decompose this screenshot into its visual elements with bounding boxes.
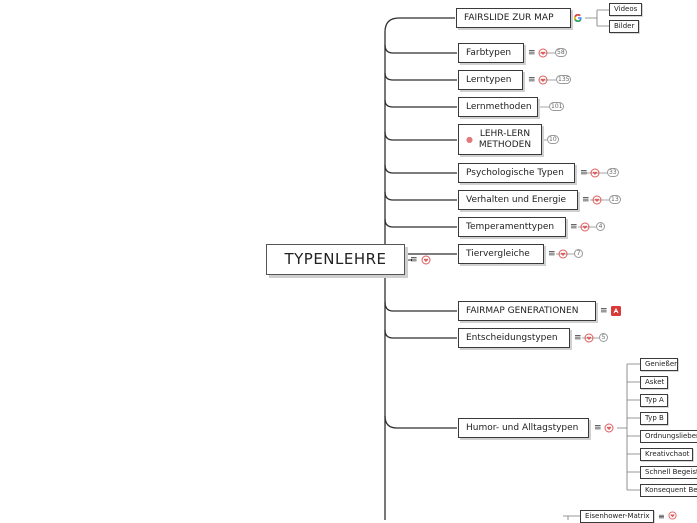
heart-icon[interactable] xyxy=(421,255,431,265)
branch-label: FAIRSLIDE ZUR MAP xyxy=(464,12,554,23)
child-label: Bilder xyxy=(614,22,635,30)
child-bilder[interactable]: Bilder xyxy=(609,20,639,33)
connector-fairmap xyxy=(384,301,457,312)
child-kreativchaot[interactable]: Kreativchaot xyxy=(640,448,693,461)
branch-lerntypen[interactable]: Lerntypen xyxy=(458,70,523,90)
child-konsequent-beharrlicher[interactable]: Konsequent Beharrlicher xyxy=(640,484,697,497)
connector-psychologische xyxy=(384,164,457,174)
child-ordnungsliebender[interactable]: Ordnungsliebender xyxy=(640,430,697,443)
branch-entscheidungstypen[interactable]: Entscheidungstypen xyxy=(458,328,570,348)
branch-farbtypen[interactable]: Farbtypen xyxy=(458,43,524,63)
root-label: TYPENLEHRE xyxy=(284,250,387,268)
child-label: Videos xyxy=(614,5,638,13)
branch-tiervergleiche[interactable]: Tiervergleiche xyxy=(458,244,544,264)
notes-icon[interactable]: ≡ xyxy=(658,512,665,521)
count-badge: 13 xyxy=(609,195,621,204)
notes-icon[interactable]: ≡ xyxy=(528,75,536,85)
connector-humor xyxy=(384,415,457,429)
heart-icon[interactable] xyxy=(604,423,614,433)
branch-label: Lernmethoden xyxy=(466,101,532,112)
heart-icon[interactable] xyxy=(590,168,600,178)
connector-lernmethoden xyxy=(384,99,457,108)
count-badge: 58 xyxy=(555,48,567,57)
notes-icon[interactable]: ≡ xyxy=(594,423,602,433)
branch-label: Psychologische Typen xyxy=(466,167,564,178)
connector-lerntypen xyxy=(384,72,457,81)
branch-humor-und-alltagstypen[interactable]: Humor- und Alltagstypen xyxy=(458,418,589,438)
child-geniesser[interactable]: Genießer xyxy=(640,358,678,371)
connector-temperament xyxy=(384,218,457,228)
mindmap-app-icon[interactable] xyxy=(611,306,621,316)
branch-fairmap-generationen[interactable]: FAIRMAP GENERATIONEN xyxy=(458,301,596,321)
notes-icon[interactable]: ≡ xyxy=(580,168,588,178)
branch-label: Lerntypen xyxy=(466,74,512,85)
notes-icon[interactable]: ≡ xyxy=(548,249,556,259)
child-label: Typ A xyxy=(645,396,664,404)
child-label: Konsequent Beharrlicher xyxy=(645,486,697,494)
branch-label: Entscheidungstypen xyxy=(466,332,558,343)
notes-icon[interactable]: ≡ xyxy=(574,333,582,343)
heart-icon[interactable] xyxy=(592,195,602,205)
branch-lernmethoden[interactable]: Lernmethoden xyxy=(458,97,538,117)
notes-icon[interactable]: ≡ xyxy=(600,306,608,316)
branch-label: Farbtypen xyxy=(466,47,512,58)
connector-fairslide xyxy=(384,17,455,520)
connector-lehr-lern xyxy=(384,131,457,141)
count-badge: 7 xyxy=(574,249,583,258)
child-videos[interactable]: Videos xyxy=(609,3,642,16)
count-badge: 10 xyxy=(547,135,559,144)
child-asket[interactable]: Asket xyxy=(640,376,668,389)
count-badge: 5 xyxy=(599,333,608,342)
child-schnell-begeisterter[interactable]: Schnell Begeisterter xyxy=(640,466,697,479)
notes-icon[interactable]: ≡ xyxy=(570,222,578,232)
branch-label: Humor- und Alltagstypen xyxy=(466,422,579,433)
notes-icon[interactable]: ≡ xyxy=(410,255,418,265)
heart-icon[interactable] xyxy=(538,75,548,85)
google-icon[interactable] xyxy=(573,13,583,23)
count-badge: 135 xyxy=(556,75,572,84)
notes-icon[interactable]: ≡ xyxy=(582,195,590,205)
branch-label: Verhalten und Energie xyxy=(466,194,567,205)
branch-psychologische-typen[interactable]: Psychologische Typen xyxy=(458,163,575,183)
child-label: Eisenhower-Matrix xyxy=(585,512,650,520)
child-label: Genießer xyxy=(645,360,678,368)
child-label: Kreativchaot xyxy=(645,450,690,458)
branch-verhalten-und-energie[interactable]: Verhalten und Energie xyxy=(458,190,578,210)
connector-farbtypen xyxy=(384,44,457,54)
connector-entscheidung xyxy=(384,329,457,339)
notes-icon[interactable]: ≡ xyxy=(528,48,536,58)
child-label: Typ B xyxy=(645,414,664,422)
heart-icon[interactable] xyxy=(580,222,590,232)
branch-label: Temperamenttypen xyxy=(466,221,555,232)
child-label: Ordnungsliebender xyxy=(645,432,697,440)
count-badge: 33 xyxy=(607,168,619,177)
branch-label: Tiervergleiche xyxy=(466,248,530,259)
branch-label: LEHR-LERN METHODEN xyxy=(478,128,532,150)
root-node[interactable]: TYPENLEHRE xyxy=(266,244,405,275)
branch-label: FAIRMAP GENERATIONEN xyxy=(466,305,579,316)
heart-icon[interactable] xyxy=(668,511,677,520)
heart-icon[interactable] xyxy=(558,249,568,259)
child-label: Schnell Begeisterter xyxy=(645,468,697,476)
count-badge: 4 xyxy=(596,222,605,231)
connector-verhalten xyxy=(384,191,457,201)
child-label: Asket xyxy=(645,378,665,386)
branch-lehr-lern-methoden[interactable]: ● LEHR-LERN METHODEN xyxy=(458,124,542,155)
child-eisenhower-matrix[interactable]: Eisenhower-Matrix xyxy=(580,510,654,523)
heart-icon[interactable] xyxy=(538,48,548,58)
branch-fairslide[interactable]: FAIRSLIDE ZUR MAP xyxy=(456,8,571,28)
branch-temperamenttypen[interactable]: Temperamenttypen xyxy=(458,217,566,237)
brain-icon: ● xyxy=(466,135,473,144)
count-badge: 101 xyxy=(549,102,565,111)
child-typ-a[interactable]: Typ A xyxy=(640,394,668,407)
child-typ-b[interactable]: Typ B xyxy=(640,412,668,425)
heart-icon[interactable] xyxy=(584,333,594,343)
